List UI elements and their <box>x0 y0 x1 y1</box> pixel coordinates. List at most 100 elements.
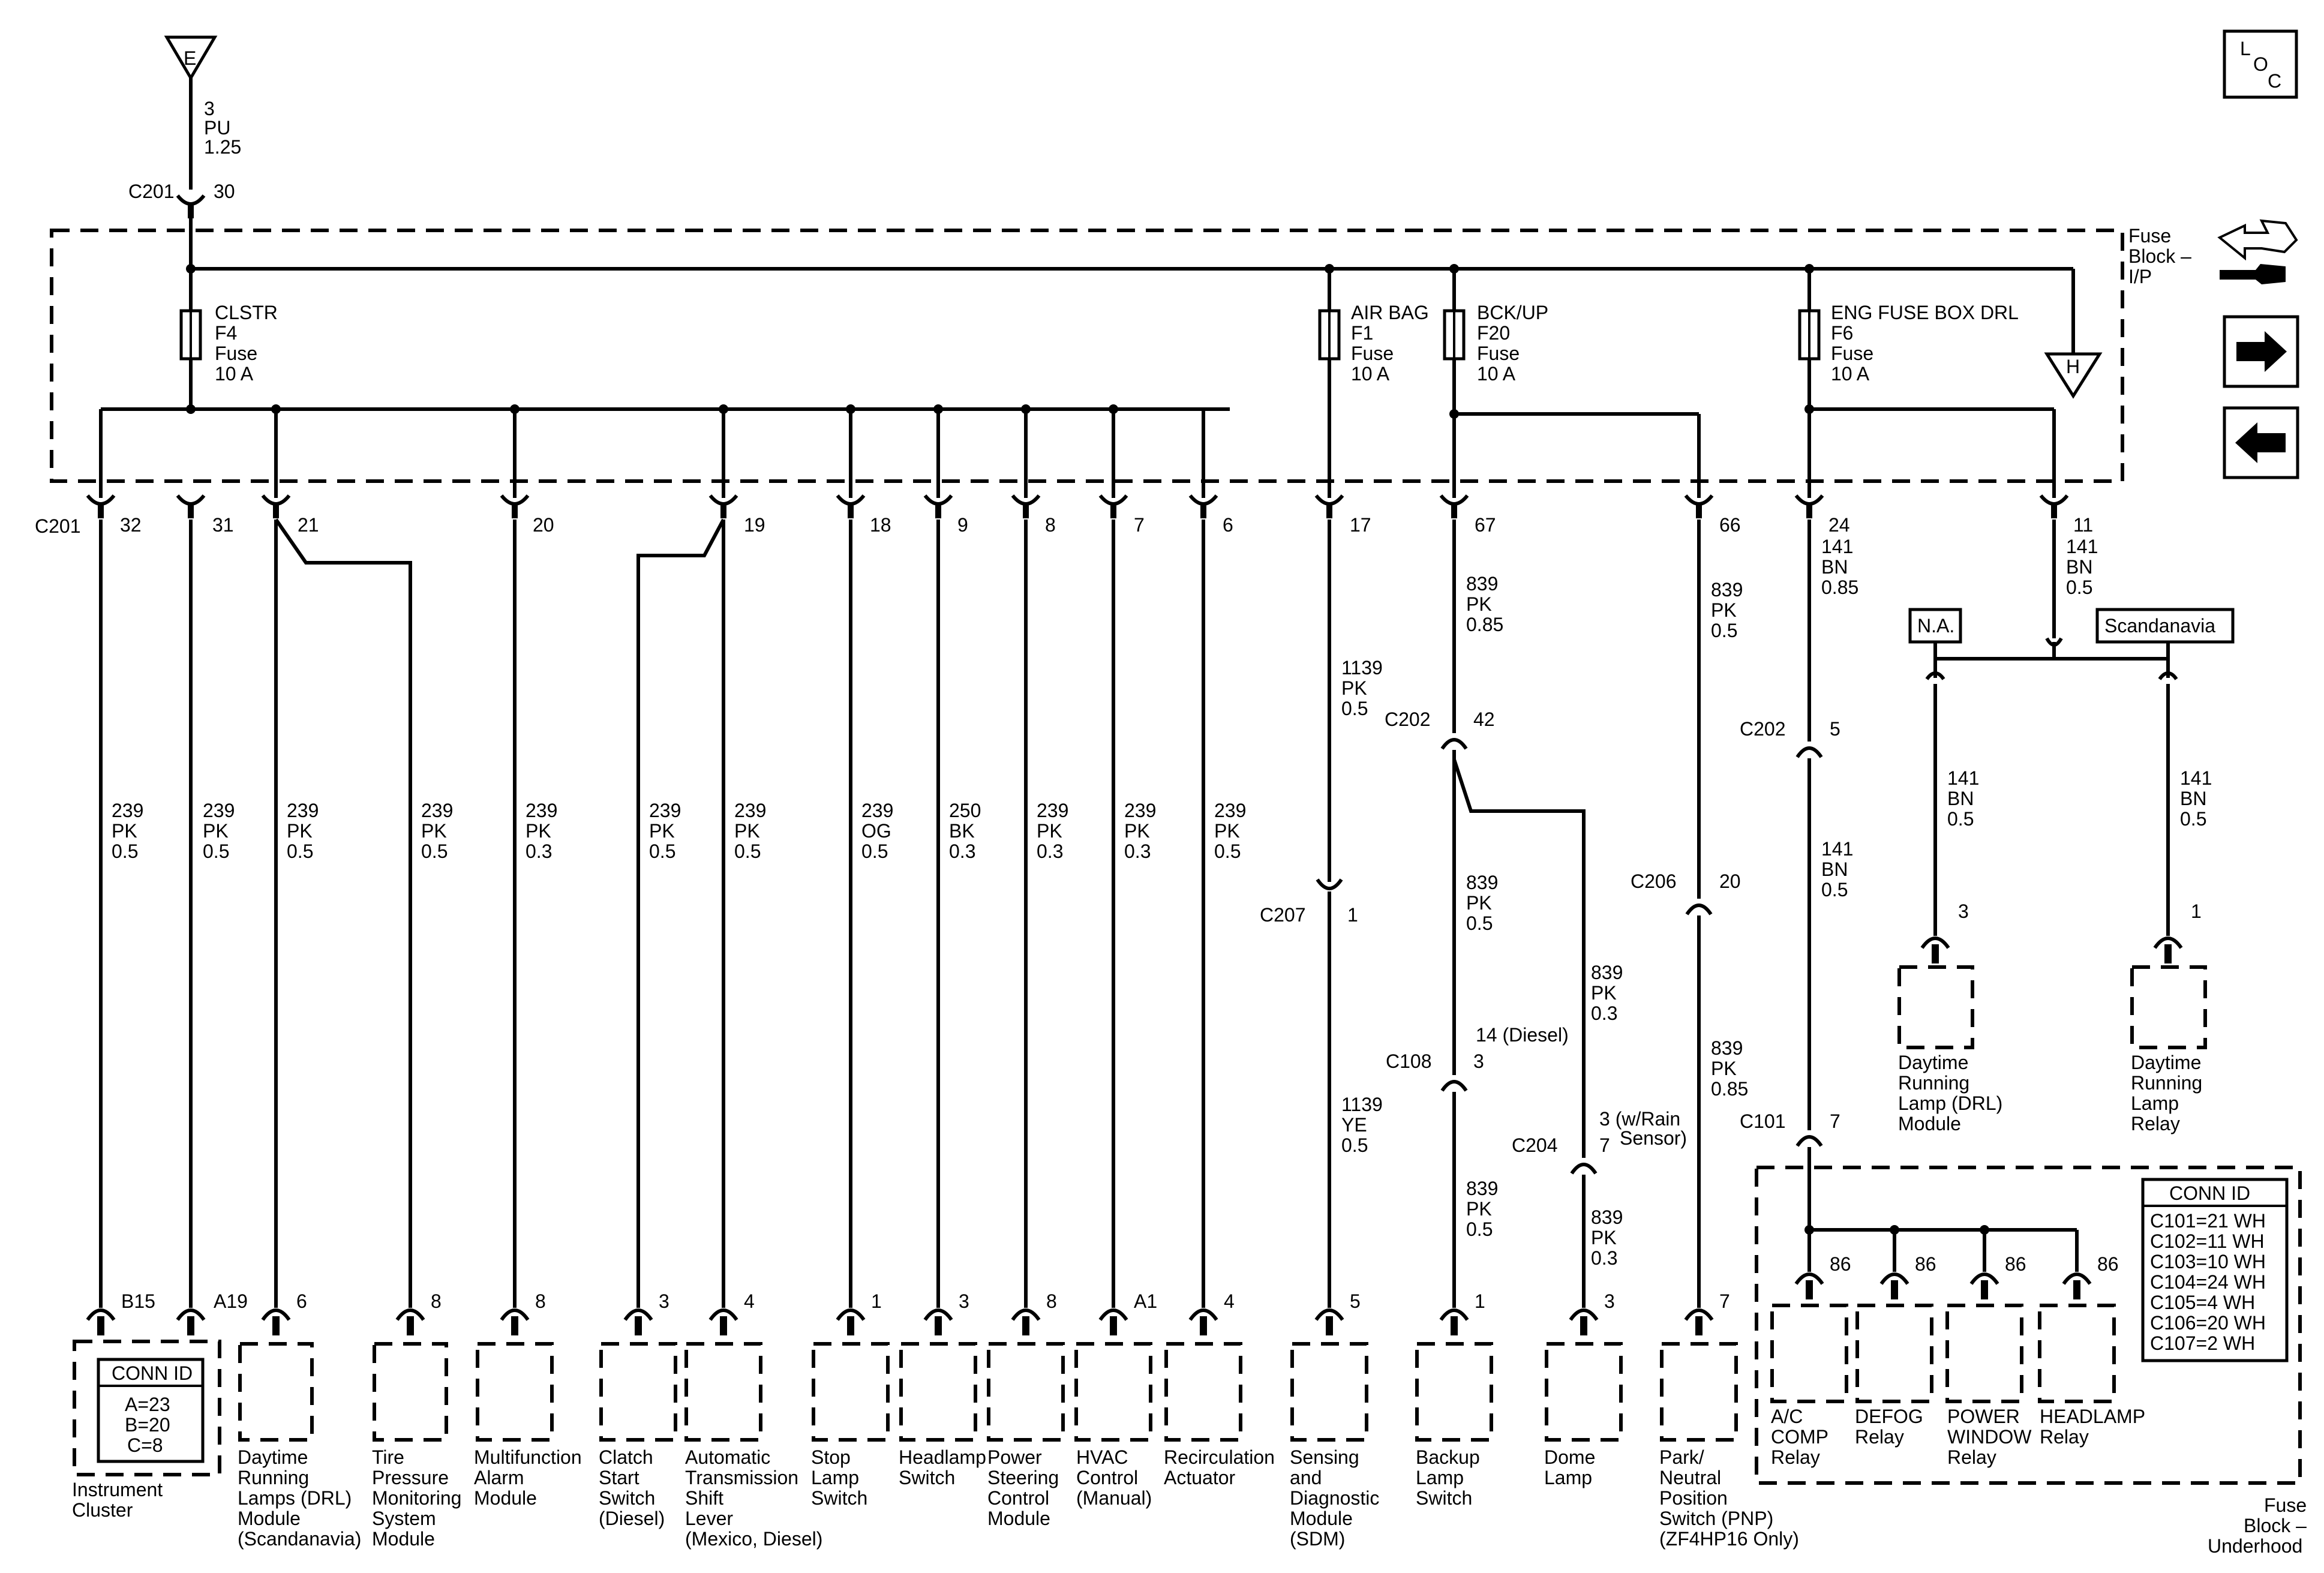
svg-text:C207: C207 <box>1260 904 1306 926</box>
option-na[interactable]: N.A. <box>1908 608 1962 644</box>
svg-text:Steering: Steering <box>987 1467 1059 1488</box>
svg-text:C103=10 WH: C103=10 WH <box>2150 1251 2266 1272</box>
svg-text:PK: PK <box>1466 1198 1492 1220</box>
svg-text:YE: YE <box>1341 1114 1367 1136</box>
component-backup-lamp-switch[interactable]: 1 Backup Lamp Switch <box>1415 1290 1493 1509</box>
svg-text:839: 839 <box>1466 872 1498 893</box>
svg-text:PK: PK <box>1711 599 1737 621</box>
prev-arrow-icon[interactable] <box>2223 406 2299 479</box>
svg-text:Actuator: Actuator <box>1164 1467 1236 1488</box>
relay-ac-comp[interactable]: 86 A/C COMP Relay <box>1770 1253 1851 1468</box>
svg-text:0.5: 0.5 <box>203 840 229 862</box>
fuse-f20[interactable]: BCK/UP F20 Fuse 10 A <box>1443 302 1548 385</box>
component-hvac-control[interactable]: A1 HVAC Control (Manual) <box>1074 1290 1157 1509</box>
svg-text:0.3: 0.3 <box>949 840 975 862</box>
loc-icon[interactable]: L O C <box>2223 29 2298 99</box>
component-stop-lamp-switch[interactable]: 1 Stop Lamp Switch <box>811 1290 890 1509</box>
c202-connector-5 <box>1797 748 1821 757</box>
svg-text:PK: PK <box>203 820 229 842</box>
ref-triangle-h[interactable]: H <box>2044 352 2103 399</box>
svg-text:Module: Module <box>238 1508 301 1529</box>
svg-text:10 A: 10 A <box>1831 363 1870 385</box>
fuse-f1[interactable]: AIR BAG F1 Fuse 10 A <box>1318 302 1429 385</box>
svg-text:Control: Control <box>1076 1467 1138 1488</box>
svg-text:8: 8 <box>535 1290 546 1312</box>
next-arrow-icon[interactable] <box>2223 315 2299 388</box>
svg-text:86: 86 <box>2097 1253 2119 1275</box>
svg-text:8: 8 <box>1045 514 1056 536</box>
component-recirculation-actuator[interactable]: 4 Recirculation Actuator <box>1164 1290 1275 1488</box>
svg-text:A=23: A=23 <box>125 1394 170 1415</box>
svg-text:Transmission: Transmission <box>685 1467 798 1488</box>
svg-text:BCK/UP: BCK/UP <box>1477 302 1548 323</box>
svg-text:0.3: 0.3 <box>1124 840 1151 862</box>
svg-text:Relay: Relay <box>1855 1426 1904 1448</box>
component-headlamp-switch[interactable]: 3 Headlamp Switch <box>899 1290 986 1488</box>
svg-text:HEADLAMP: HEADLAMP <box>2040 1406 2145 1427</box>
cluster-conn-id-table: CONN ID A=23 B=20 C=8 <box>97 1358 205 1463</box>
svg-text:Control: Control <box>987 1487 1049 1509</box>
source-color: PU <box>204 117 230 139</box>
svg-text:141: 141 <box>2066 536 2098 557</box>
option-scandanavia[interactable]: Scandanavia <box>2095 608 2235 644</box>
component-drl-relay[interactable]: 1 Daytime Running Lamp Relay <box>2130 900 2207 1134</box>
source-gauge: 1.25 <box>204 136 241 158</box>
component-clutch-start-switch[interactable]: 3 Clatch Start Switch (Diesel) <box>599 1290 677 1529</box>
component-tpms-module[interactable]: 8 Tire Pressure Monitoring System Module <box>372 1290 461 1550</box>
component-drl-module-scandanavia[interactable]: 6 Daytime Running Lamps (DRL) Module (Sc… <box>238 1290 361 1550</box>
component-instrument-cluster[interactable]: B15 A19 CONN ID A=23 B=20 C=8 Instrument… <box>72 1290 248 1521</box>
c201-connector <box>88 496 2067 518</box>
svg-text:7: 7 <box>1134 514 1145 536</box>
svg-text:C108: C108 <box>1386 1050 1432 1072</box>
component-dome-lamp[interactable]: 3 Dome Lamp <box>1544 1290 1623 1488</box>
source-circuit: 3 <box>204 98 215 119</box>
component-power-steering-module[interactable]: 8 Power Steering Control Module <box>987 1290 1065 1529</box>
svg-text:3 (w/Rain: 3 (w/Rain <box>1599 1108 1680 1130</box>
svg-text:C202: C202 <box>1385 709 1431 730</box>
svg-text:(Scandanavia): (Scandanavia) <box>238 1528 361 1550</box>
c206-connector <box>1687 905 1711 914</box>
svg-text:Start: Start <box>599 1467 639 1488</box>
svg-text:239: 239 <box>203 800 235 821</box>
svg-text:0.85: 0.85 <box>1821 577 1858 598</box>
svg-text:839: 839 <box>1466 1178 1498 1199</box>
component-shift-lever[interactable]: 4 Automatic Transmission Shift Lever (Me… <box>684 1290 822 1550</box>
relay-headlamp[interactable]: 86 HEADLAMP Relay <box>2038 1253 2145 1448</box>
svg-text:CONN ID: CONN ID <box>112 1362 193 1384</box>
component-drl-module-na[interactable]: 3 Daytime Running Lamp (DRL) Module <box>1897 900 2002 1134</box>
svg-text:Relay: Relay <box>1771 1446 1820 1468</box>
nav-swap-icon[interactable] <box>2217 219 2298 284</box>
relay-defog[interactable]: 86 DEFOG Relay <box>1855 1253 1936 1448</box>
svg-text:10 A: 10 A <box>1351 363 1390 385</box>
component-sdm[interactable]: 5 Sensing and Diagnostic Module (SDM) <box>1290 1290 1379 1550</box>
svg-text:Running: Running <box>1898 1072 1969 1094</box>
svg-text:Daytime: Daytime <box>238 1446 308 1468</box>
svg-text:CONN ID: CONN ID <box>2169 1182 2250 1204</box>
fuse-f4[interactable]: CLSTR F4 Fuse 10 A <box>179 302 278 385</box>
ref-triangle-e[interactable]: E <box>164 35 218 81</box>
svg-text:0.5: 0.5 <box>1711 620 1737 641</box>
component-pnp-switch[interactable]: 7 Park/ Neutral Position Switch (PNP) (Z… <box>1659 1290 1799 1550</box>
svg-text:Switch: Switch <box>811 1487 867 1509</box>
svg-text:PK: PK <box>1591 1227 1617 1248</box>
svg-text:PK: PK <box>1591 982 1617 1004</box>
svg-text:839: 839 <box>1466 573 1498 595</box>
svg-text:C=8: C=8 <box>127 1434 163 1456</box>
svg-text:BN: BN <box>2066 556 2092 578</box>
svg-text:A19: A19 <box>214 1290 248 1312</box>
relay-power-window[interactable]: 86 POWER WINDOW Relay <box>1945 1253 2032 1468</box>
svg-text:System: System <box>372 1508 436 1529</box>
svg-text:839: 839 <box>1711 1037 1743 1059</box>
fuse-f6[interactable]: ENG FUSE BOX DRL F6 Fuse 10 A <box>1798 302 2019 385</box>
component-multifunction-alarm[interactable]: 8 Multifunction Alarm Module <box>474 1290 582 1509</box>
svg-text:Fuse: Fuse <box>215 343 257 364</box>
svg-text:Lamps (DRL): Lamps (DRL) <box>238 1487 352 1509</box>
fuse-block-underhood-label-3: Underhood <box>2208 1535 2302 1557</box>
svg-text:0.5: 0.5 <box>1466 912 1493 934</box>
svg-text:Lamp: Lamp <box>1544 1467 1592 1488</box>
svg-text:18: 18 <box>870 514 891 536</box>
svg-text:PK: PK <box>112 820 137 842</box>
c101-connector <box>1797 1137 1821 1146</box>
svg-text:10 A: 10 A <box>215 363 254 385</box>
svg-text:9: 9 <box>957 514 968 536</box>
